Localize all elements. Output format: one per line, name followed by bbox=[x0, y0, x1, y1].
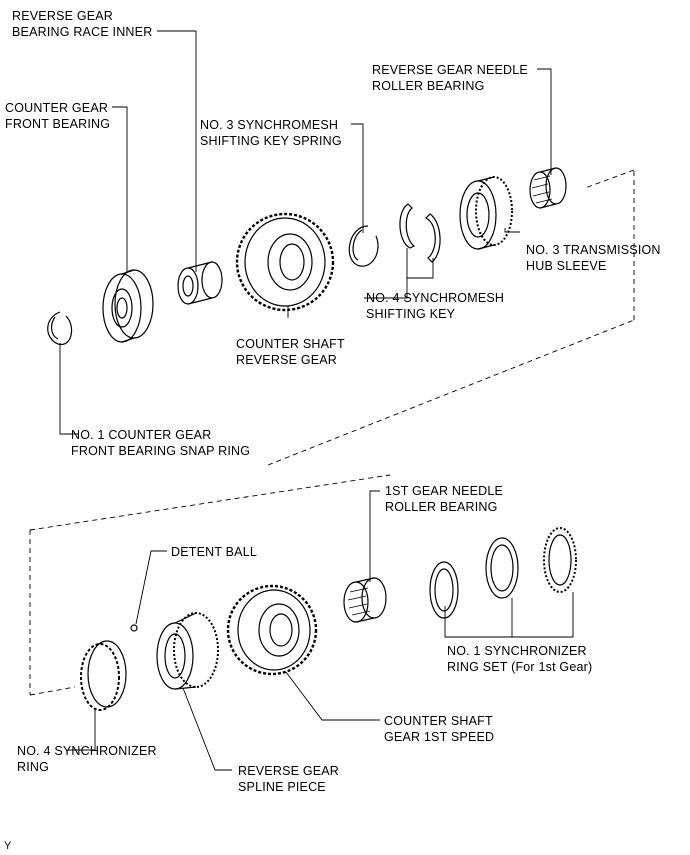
label-line: SHIFTING KEY bbox=[366, 307, 456, 321]
label-line: RING SET (For 1st Gear) bbox=[447, 660, 593, 674]
label-line: NO. 4 SYNCHRONIZER bbox=[17, 744, 157, 758]
label-line: NO. 1 COUNTER GEAR bbox=[71, 428, 212, 442]
label-line: SHIFTING KEY SPRING bbox=[200, 134, 342, 148]
label-line: DETENT BALL bbox=[171, 545, 258, 559]
label-no4-synchronizer-ring: NO. 4 SYNCHRONIZER RING bbox=[17, 743, 157, 775]
label-line: NO. 4 SYNCHROMESH bbox=[366, 291, 505, 305]
label-line: NO. 1 SYNCHRONIZER bbox=[447, 644, 587, 658]
label-no4-synchromesh-shifting-key: NO. 4 SYNCHROMESH SHIFTING KEY bbox=[366, 290, 504, 322]
snap-ring-part bbox=[47, 311, 73, 345]
label-line: GEAR 1ST SPEED bbox=[384, 730, 495, 744]
label-line: COUNTER SHAFT bbox=[236, 337, 345, 351]
bearing-race-inner-part bbox=[177, 261, 223, 305]
front-bearing-part bbox=[102, 269, 154, 343]
label-line: ROLLER BEARING bbox=[372, 79, 485, 93]
label-line: REVERSE GEAR bbox=[236, 353, 338, 367]
label-line: REVERSE GEAR bbox=[12, 9, 114, 23]
label-1st-gear-needle-roller-bearing: 1ST GEAR NEEDLE ROLLER BEARING bbox=[385, 483, 503, 515]
label-line: BEARING RACE INNER bbox=[12, 25, 153, 39]
shifting-key-part bbox=[399, 203, 441, 263]
label-line: FRONT BEARING bbox=[5, 117, 111, 131]
label-counter-shaft-gear-1st-speed: COUNTER SHAFT GEAR 1ST SPEED bbox=[384, 713, 494, 745]
label-line: REVERSE GEAR bbox=[238, 764, 340, 778]
label-line: RING bbox=[17, 760, 50, 774]
label-line: ROLLER BEARING bbox=[385, 500, 498, 514]
label-line: FRONT BEARING SNAP RING bbox=[71, 444, 251, 458]
needle-roller-bearing-part bbox=[529, 167, 567, 209]
label-counter-gear-front-bearing: COUNTER GEAR FRONT BEARING bbox=[5, 100, 110, 132]
spline-piece-part bbox=[156, 612, 219, 690]
label-line: HUB SLEEVE bbox=[526, 259, 607, 273]
no4-synchronizer-ring-part bbox=[80, 640, 127, 711]
key-spring-part bbox=[348, 225, 379, 267]
assembly-boundary-dashed-line bbox=[29, 169, 635, 696]
no1-synchronizer-ring-set-part bbox=[429, 527, 577, 619]
label-no1-synchronizer-ring-set: NO. 1 SYNCHRONIZER RING SET (For 1st Gea… bbox=[447, 643, 592, 675]
label-no3-synchromesh-shifting-key-spring: NO. 3 SYNCHROMESH SHIFTING KEY SPRING bbox=[200, 117, 342, 149]
label-reverse-gear-spline-piece: REVERSE GEAR SPLINE PIECE bbox=[238, 763, 339, 795]
label-line: 1ST GEAR NEEDLE bbox=[385, 484, 504, 498]
first-speed-gear-part bbox=[226, 584, 318, 676]
leader-lines bbox=[59, 30, 574, 771]
detent-ball-part bbox=[130, 624, 138, 632]
corner-mark: Y bbox=[4, 840, 12, 852]
label-counter-shaft-reverse-gear: COUNTER SHAFT REVERSE GEAR bbox=[236, 336, 345, 368]
first-gear-needle-bearing-part bbox=[343, 577, 387, 623]
label-line: NO. 3 TRANSMISSION bbox=[526, 243, 661, 257]
label-no1-counter-gear-front-bearing-snap-ring: NO. 1 COUNTER GEAR FRONT BEARING SNAP RI… bbox=[71, 427, 250, 459]
label-line: COUNTER GEAR bbox=[5, 101, 109, 115]
label-line: REVERSE GEAR NEEDLE bbox=[372, 63, 528, 77]
label-detent-ball: DETENT BALL bbox=[171, 544, 257, 560]
reverse-gear-part bbox=[235, 212, 335, 312]
label-line: COUNTER SHAFT bbox=[384, 714, 493, 728]
label-reverse-gear-bearing-race-inner: REVERSE GEAR BEARING RACE INNER bbox=[12, 8, 152, 40]
label-line: NO. 3 SYNCHROMESH bbox=[200, 118, 339, 132]
label-no3-transmission-hub-sleeve: NO. 3 TRANSMISSION HUB SLEEVE bbox=[526, 242, 661, 274]
hub-sleeve-part bbox=[459, 176, 513, 250]
label-line: SPLINE PIECE bbox=[238, 780, 326, 794]
label-reverse-gear-needle-roller-bearing: REVERSE GEAR NEEDLE ROLLER BEARING bbox=[372, 62, 528, 94]
